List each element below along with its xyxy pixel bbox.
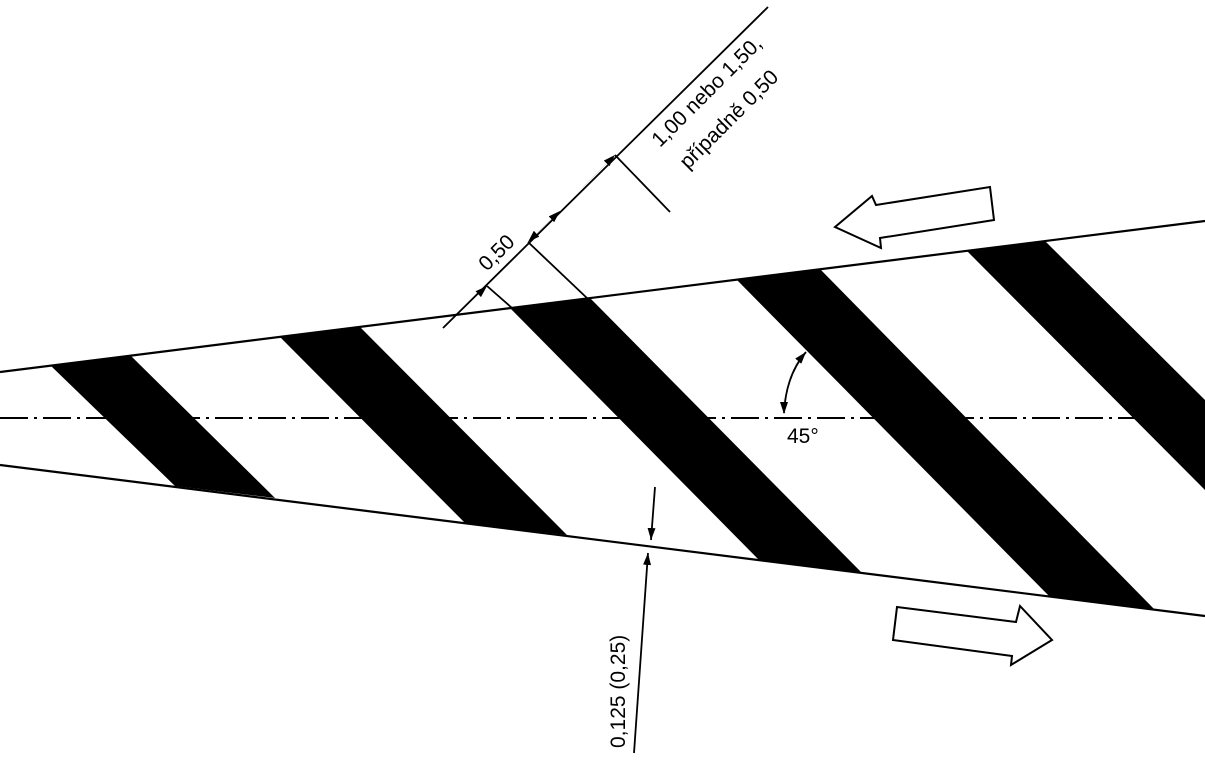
- lower-edge-line: [0, 463, 1205, 618]
- dimension-arrow-spacing-end: [582, 154, 616, 188]
- label-gap-width: 0,50: [474, 230, 519, 275]
- dimension-edge-line-width: 0,125 (0,25): [607, 486, 656, 754]
- direction-arrow-right: [891, 603, 1054, 667]
- dimension-line-main: [442, 6, 769, 329]
- hatch-stripe-2: [280, 327, 567, 535]
- dimension-arrow-gap-start: [454, 285, 488, 317]
- hatch-stripe-3: [510, 298, 862, 573]
- extension-line-gap-end: [527, 241, 589, 300]
- direction-arrow-left: [833, 185, 996, 250]
- label-angle: 45°: [787, 425, 819, 448]
- hatch-stripe-5: [967, 241, 1205, 490]
- dimension-line-edge-width-bottom: [633, 552, 649, 754]
- label-edge-line-width: 0,125 (0,25): [607, 635, 630, 748]
- edge-width-arrow-top: [647, 517, 656, 541]
- edge-width-arrow-bottom: [643, 552, 652, 579]
- hatch-stripes: [50, 241, 1205, 610]
- upper-edge-line: [0, 219, 1205, 374]
- angle-arrow-top: [794, 351, 807, 366]
- dimension-arrow-spacing-start: [527, 210, 561, 243]
- dimension-angle: 45°: [780, 351, 819, 448]
- extension-line-spacing: [614, 154, 671, 213]
- extension-line-gap-start: [486, 285, 513, 309]
- hatch-stripe-4: [737, 269, 1155, 610]
- hatch-stripe-1: [50, 355, 275, 498]
- dimension-line-edge-width-top: [650, 486, 656, 541]
- angle-arc: [783, 351, 807, 414]
